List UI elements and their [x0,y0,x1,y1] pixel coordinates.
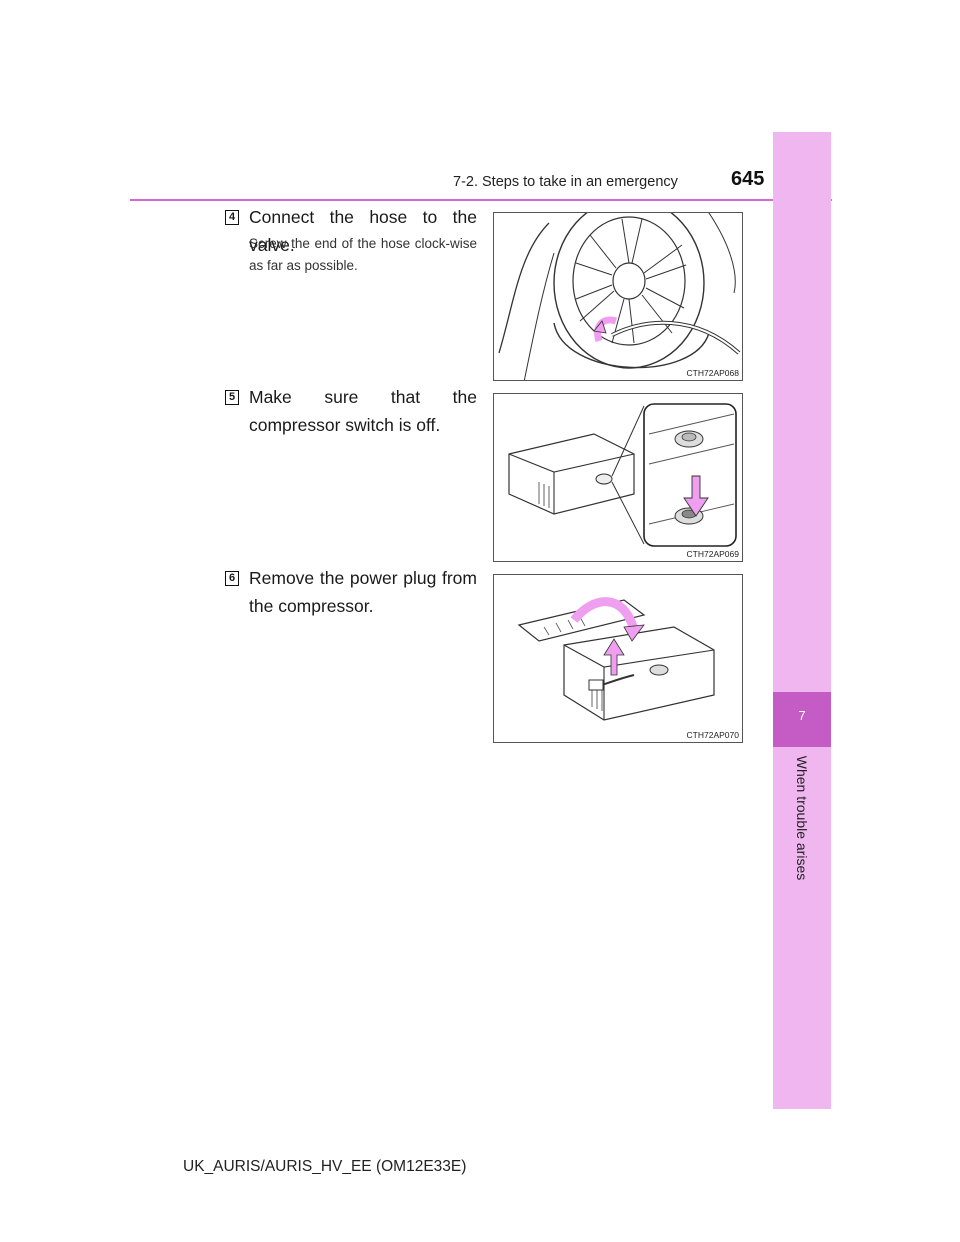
power-plug-illustration [517,597,715,721]
figure-hose-to-valve: CTH72AP068 [493,212,743,381]
step-note: Screw the end of the hose clock-wise as … [249,236,477,273]
chapter-number-block [773,692,831,747]
figure-compressor-switch: CTH72AP069 [493,393,743,562]
chapter-side-tab[interactable] [773,132,831,1109]
compressor-switch-illustration [508,403,737,547]
step-title: Remove the power plug from the compresso… [249,568,477,616]
wheel-hose-illustration [498,213,741,380]
figure-power-plug: CTH72AP070 [493,574,743,743]
step-title: Make sure that the compressor switch is … [249,387,477,435]
figure-code: CTH72AP069 [686,549,739,559]
step-title: Connect the hose to the valve. [249,207,477,255]
figure-code: CTH72AP068 [686,368,739,378]
document-footer: UK_AURIS/AURIS_HV_EE (OM12E33E) [183,1158,467,1175]
page-number: 645 [731,168,765,190]
figure-code: CTH72AP070 [686,730,739,740]
step-number-badge: 5 [225,390,239,405]
step-number-badge: 6 [225,571,239,586]
header-divider [130,199,832,201]
chapter-title: When trouble arises [794,755,810,881]
chapter-number: 7 [798,708,806,723]
section-title: 7-2. Steps to take in an emergency [453,174,678,190]
step-number-badge: 4 [225,210,239,225]
